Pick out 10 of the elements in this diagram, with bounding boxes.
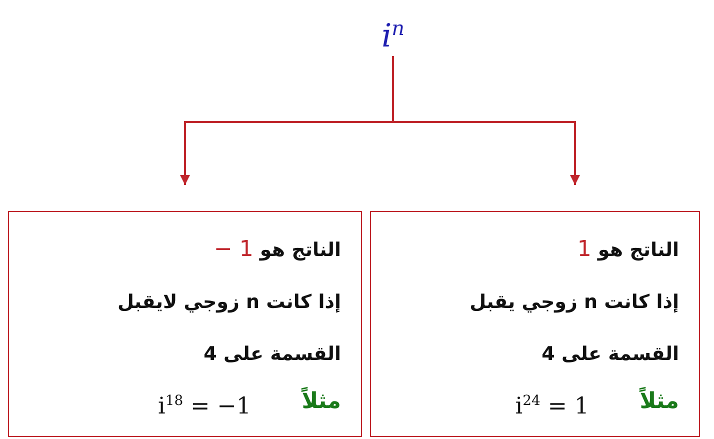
condition-text: إذا كانت n زوجي يقبل القسمة على 4 [468,290,679,367]
condition-text: إذا كانت n زوجي لايقبل القسمة على 4 [116,290,341,367]
result-box [8,211,362,437]
result-box [370,211,700,437]
example-formula: i$^{18}$ = −1 [158,392,251,422]
power-expression: i$^{n}$ [353,8,433,54]
example-label: مثلاً [302,386,341,416]
example-formula: i$^{24}$ = 1 [515,392,589,422]
example-label: مثلاً [640,386,679,416]
arrow [180,56,394,185]
